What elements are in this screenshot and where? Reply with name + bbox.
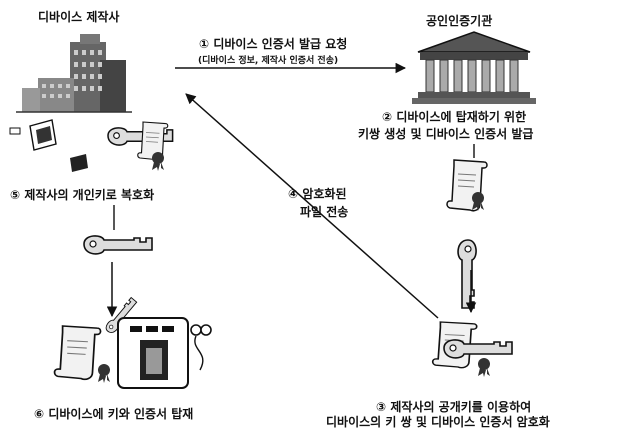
certificate-fragment-icon (9, 127, 21, 135)
step6-label: ⑥ 디바이스에 키와 인증서 탑재 (34, 407, 194, 421)
building-icon (16, 34, 132, 113)
certificate-icon (53, 325, 102, 381)
step1-subtitle: (디바이스 정보, 제작사 인증서 전송) (198, 56, 339, 66)
seal-icon (472, 192, 484, 211)
step1-title: ① 디바이스 인증서 발급 요청 (199, 37, 348, 51)
ca-label: 공인인증기관 (426, 14, 493, 28)
key-icon (443, 339, 513, 359)
step3-line2: 디바이스의 키 쌍 및 디바이스 인증서 암호화 (326, 415, 550, 429)
step5-label: ⑤ 제작사의 개인키로 복호화 (10, 188, 155, 202)
key-icon (457, 239, 477, 309)
step2-line2: 키쌍 생성 및 디바이스 인증서 발급 (358, 127, 534, 141)
seal-icon (98, 364, 110, 383)
arrow-send-encrypted (185, 93, 439, 319)
key-icon (83, 235, 153, 255)
certificate-fragment-icon (70, 154, 88, 172)
device-icon (29, 119, 57, 151)
step2-line1: ② 디바이스에 탑재하기 위한 (382, 110, 527, 124)
certificate-icon (137, 121, 169, 161)
step3-line1: ③ 제작사의 공개키를 이용하여 (376, 400, 532, 414)
step4-line2: 파일 전송 (300, 205, 349, 219)
device-icon (117, 317, 212, 389)
seal-icon (152, 152, 164, 171)
government-building-icon (412, 31, 536, 104)
manufacturer-label: 디바이스 제작사 (38, 10, 120, 24)
step4-line1: ④ 암호화된 (288, 187, 347, 201)
seal-icon (478, 358, 490, 377)
